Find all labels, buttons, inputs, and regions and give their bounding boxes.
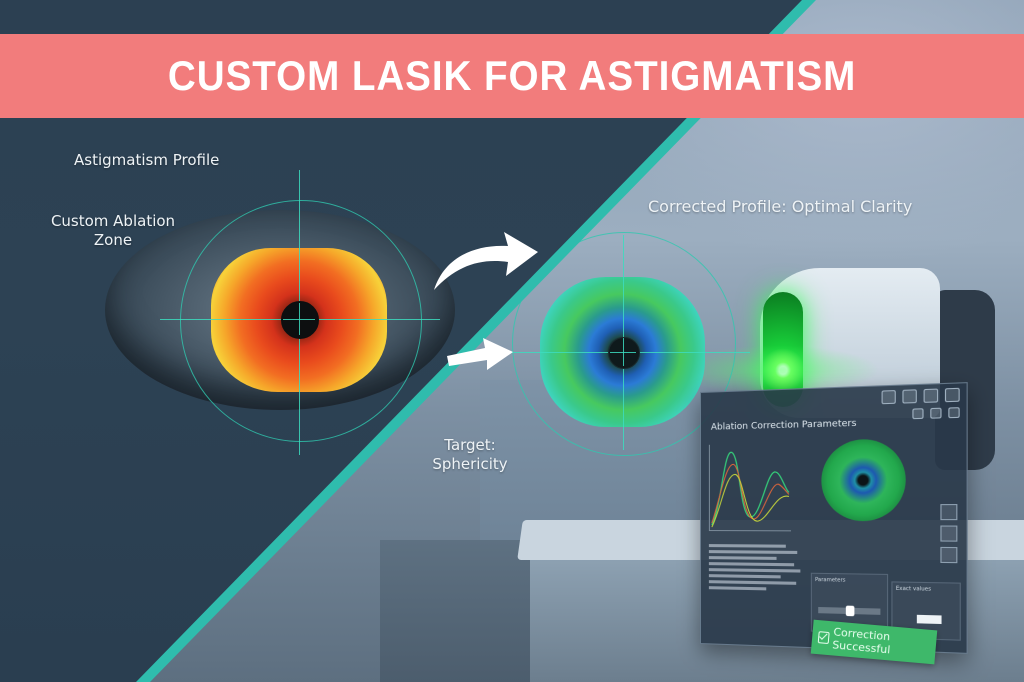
correction-monitor: Ablation Correction Parameters Parameter… <box>700 382 968 654</box>
title-banner: CUSTOM LASIK FOR ASTIGMATISM <box>0 34 1024 118</box>
straight-arrow-icon <box>447 338 513 370</box>
eye-icon[interactable] <box>912 408 924 420</box>
parameter-text-block <box>708 541 806 594</box>
parameters-panel-title: Parameters <box>815 576 846 584</box>
pointer-icon[interactable] <box>940 546 958 564</box>
lock-icon[interactable] <box>881 390 896 405</box>
ablation-zone-label-line2: Zone <box>93 231 133 249</box>
pupil-crosshair-v <box>299 303 300 335</box>
ablation-zone-label-line1: Custom Ablation <box>50 212 176 230</box>
target-label-line2: Sphericity <box>432 455 508 473</box>
monitor-topography-map <box>821 438 906 522</box>
corrected-profile-label: Corrected Profile: Optimal Clarity <box>648 197 913 216</box>
target-sphericity-label: Target: Sphericity <box>420 436 520 474</box>
value-field[interactable] <box>916 614 942 625</box>
slider-thumb[interactable] <box>845 605 855 617</box>
target-label-line1: Target: <box>444 436 496 454</box>
ablation-zone-label: Custom Ablation Zone <box>38 212 188 250</box>
astigmatism-profile-label: Astigmatism Profile <box>74 151 220 169</box>
folder-icon[interactable] <box>930 407 942 419</box>
chart-icon[interactable] <box>940 525 958 542</box>
monitor-toolbar <box>881 387 960 405</box>
hud-ring-outer <box>512 232 736 456</box>
pupil-crosshair-v <box>623 338 624 366</box>
pupil <box>281 301 319 339</box>
check-icon <box>817 631 830 645</box>
exact-values-panel-title: Exact values <box>895 585 932 593</box>
profile-curves <box>710 443 791 530</box>
parameter-slider[interactable] <box>818 605 881 617</box>
monitor-title: Ablation Correction Parameters <box>710 418 857 433</box>
pupil <box>608 337 640 369</box>
grid-icon[interactable] <box>940 504 958 521</box>
monitor-subtoolbar <box>912 407 960 420</box>
document-icon[interactable] <box>948 407 960 419</box>
hud-ring-outer <box>180 200 422 442</box>
ablation-profile-chart <box>708 443 791 532</box>
status-badge-text: Correction Successful <box>831 625 891 657</box>
image-icon[interactable] <box>902 389 917 404</box>
curved-arrow-icon <box>434 232 538 290</box>
screen-icon[interactable] <box>923 388 939 403</box>
page-title: CUSTOM LASIK FOR ASTIGMATISM <box>167 52 857 99</box>
settings-icon[interactable] <box>944 387 960 403</box>
